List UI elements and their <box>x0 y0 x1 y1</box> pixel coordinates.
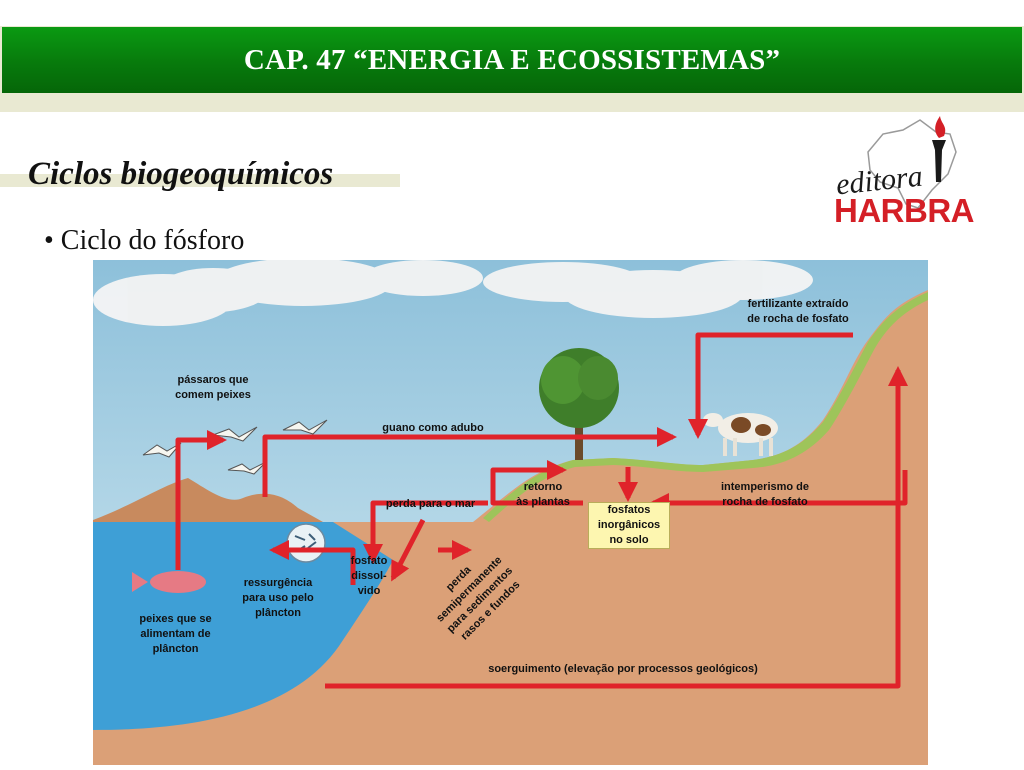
arrow-fertilizer <box>688 332 853 439</box>
label-fertilizer: fertilizante extraído de rocha de fosfat… <box>747 298 849 325</box>
arrow-guano <box>262 427 677 497</box>
label-uplift: soerguimento (elevação por processos geo… <box>488 663 758 675</box>
arrow-loss-sea <box>363 500 488 564</box>
label-return: retorno às plantas <box>516 481 570 508</box>
plankton-icon <box>286 523 326 563</box>
label-guano: guano como adubo <box>382 422 484 434</box>
cow-icon <box>703 413 778 456</box>
header-title: CAP. 47 “ENERGIA E ECOSSISTEMAS” <box>243 43 781 76</box>
arrow-return-plants <box>490 460 583 506</box>
inorganic-phosphate-box: fosfatos inorgânicos no solo <box>588 502 670 549</box>
bullet-item: • Ciclo do fósforo <box>44 225 245 256</box>
arrow-upwelling <box>269 540 356 585</box>
grass <box>483 292 928 522</box>
map-torch-icon <box>867 116 957 209</box>
arrow-fish-to-birds <box>175 430 227 570</box>
cycle-arrows <box>175 332 908 689</box>
subtitle-strip <box>0 174 400 187</box>
label-loss-sea: perda para o mar <box>385 498 476 510</box>
land <box>93 290 928 765</box>
header-bar: CAP. 47 “ENERGIA E ECOSSISTEMAS” <box>2 27 1022 93</box>
label-upwelling: ressurgência para uso pelo plâncton <box>242 577 314 619</box>
section-title: Ciclos biogeoquímicos <box>28 156 334 192</box>
publisher-logo: editora HARBRA <box>828 112 998 229</box>
diagram-scene <box>93 258 928 765</box>
arrow-to-dissolved <box>390 518 426 582</box>
label-weathering: intemperismo de rocha de fosfato <box>720 481 810 508</box>
label-birds: pássaros que comem peixes <box>175 374 251 401</box>
arrow-weathering <box>649 470 908 513</box>
fish-icon <box>132 571 206 593</box>
coastal-hill <box>93 478 323 522</box>
arrow-uplift <box>325 366 908 689</box>
clouds <box>93 258 813 326</box>
label-dissolved: fosfato dissol- vido <box>350 555 388 597</box>
logo-wordmark: HARBRA <box>834 192 975 229</box>
phosphorus-cycle-diagram: pássaros que comem peixes guano como adu… <box>93 258 928 765</box>
label-fish: peixes que se alimentam de plâncton <box>139 613 212 655</box>
